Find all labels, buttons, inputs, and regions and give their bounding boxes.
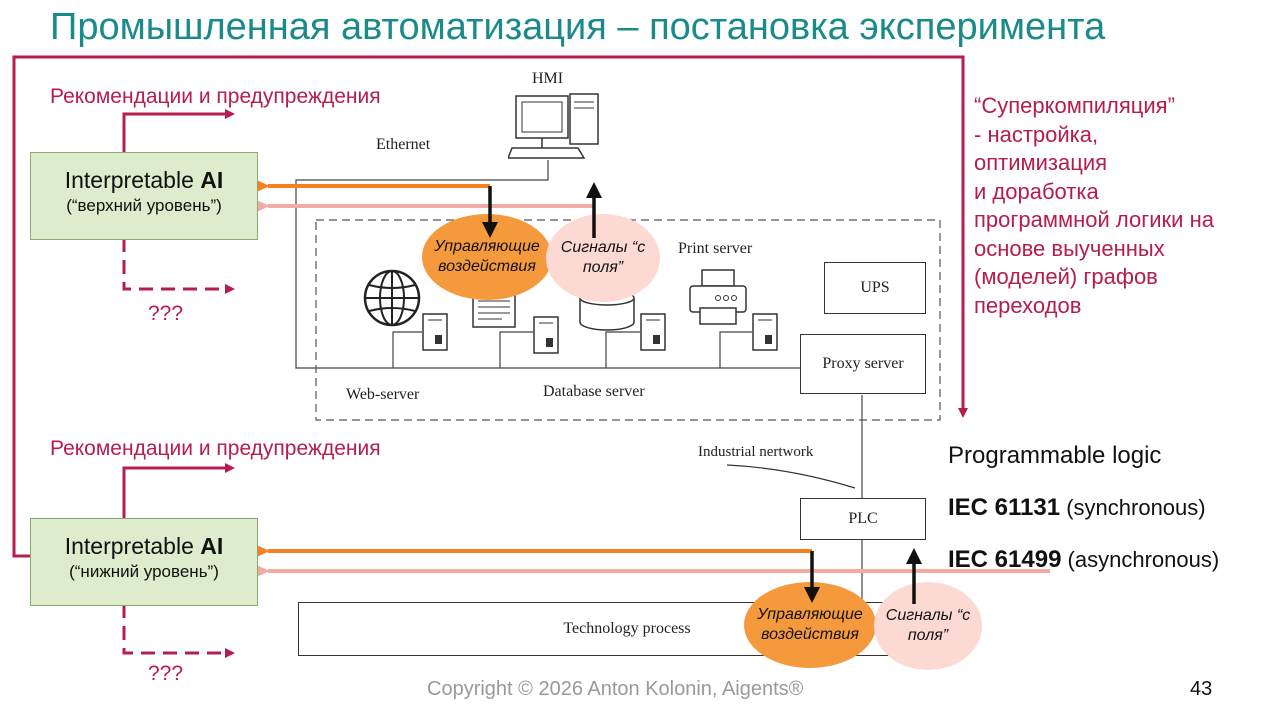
bottom-ai-box-subtitle: (“нижний уровень”) xyxy=(69,562,219,581)
print-server-label: Print server xyxy=(678,240,753,257)
web-server-label: Web-server xyxy=(346,386,420,403)
bottom-ai-box-main: Interpretable xyxy=(64,533,201,559)
hmi-computer-icon xyxy=(508,93,599,159)
top-recommendations-label: Рекомендации и предупреждения xyxy=(50,85,381,108)
globe-icon xyxy=(363,269,421,327)
hmi-label: HMI xyxy=(532,70,564,87)
supercompilation-line: программной логики на xyxy=(974,207,1214,232)
industrial-network-pointer xyxy=(726,464,856,489)
industrial-network-label: Industrial nertwork xyxy=(698,444,814,460)
ups-box: UPS xyxy=(824,262,926,314)
bottom-interpretable-ai-box: Interpretable AI (“нижний уровень”) xyxy=(30,518,258,606)
top-unknown-arrow xyxy=(122,238,235,294)
top-ai-box-title: Interpretable AI xyxy=(31,167,257,194)
top-ai-box-main: Interpretable xyxy=(64,167,201,193)
proxy-server-box: Proxy server xyxy=(800,334,926,394)
supercompilation-line: и доработка xyxy=(974,178,1099,204)
supercompilation-line: оптимизация xyxy=(974,150,1108,175)
supercompilation-loop xyxy=(12,55,968,558)
printer-icon xyxy=(689,269,747,325)
server-tower-icon xyxy=(422,313,448,351)
supercompilation-line: - настройка, xyxy=(974,121,1099,147)
top-interpretable-ai-box: Interpretable AI (“верхний уровень”) xyxy=(30,152,258,240)
server-tower-icon xyxy=(640,313,666,351)
bottom-unknown-arrow xyxy=(122,604,235,658)
bottom-field-signals-ellipse: Сигналы “с поля” xyxy=(874,582,982,670)
top-field-signals-ellipse: Сигналы “с поля” xyxy=(546,214,660,302)
server-tower-icon xyxy=(752,313,778,351)
slide-title: Промышленная автоматизация – постановка … xyxy=(50,6,1106,48)
bottom-recommendations-arrow xyxy=(122,463,235,518)
supercompilation-line: переходов xyxy=(974,292,1082,318)
server-tower-icon xyxy=(533,316,559,354)
copyright-footer: Copyright © 2026 Anton Kolonin, Aigents® xyxy=(427,678,804,700)
iec-61499-line: IEC 61499 (asynchronous) xyxy=(948,546,1219,574)
iec-61131-note: (synchronous) xyxy=(1060,495,1206,520)
supercompilation-line: основе выученных xyxy=(974,235,1165,261)
iec-61499-note: (asynchronous) xyxy=(1061,547,1220,572)
supercompilation-text: “Суперкомпиляция” - настройка, оптимизация… xyxy=(974,92,1274,320)
iec-61499-label: IEC 61499 xyxy=(948,546,1062,573)
top-ai-box-bold: AI xyxy=(200,167,224,193)
ethernet-label: Ethernet xyxy=(376,136,431,153)
top-recommendations-arrow xyxy=(122,109,235,152)
iec-61131-label: IEC 61131 xyxy=(948,494,1061,521)
bottom-ai-box-bold: AI xyxy=(200,533,224,559)
plc-box: PLC xyxy=(800,498,926,540)
bottom-ai-box-title: Interpretable AI xyxy=(31,533,257,560)
top-ai-box-subtitle: (“верхний уровень”) xyxy=(66,196,222,215)
top-unknown-label: ??? xyxy=(148,302,184,325)
supercompilation-line: (моделей) графов xyxy=(974,264,1158,289)
programmable-logic-heading: Programmable logic xyxy=(948,442,1162,469)
bottom-unknown-label: ??? xyxy=(148,662,184,685)
supercompilation-line: “Суперкомпиляция” xyxy=(974,93,1175,118)
bottom-recommendations-label: Рекомендации и предупреждения xyxy=(50,437,381,460)
iec-61131-line: IEC 61131 (synchronous) xyxy=(948,494,1206,522)
database-server-label: Database server xyxy=(543,383,645,400)
page-number: 43 xyxy=(1190,678,1213,700)
ethernet-lines xyxy=(295,160,863,602)
